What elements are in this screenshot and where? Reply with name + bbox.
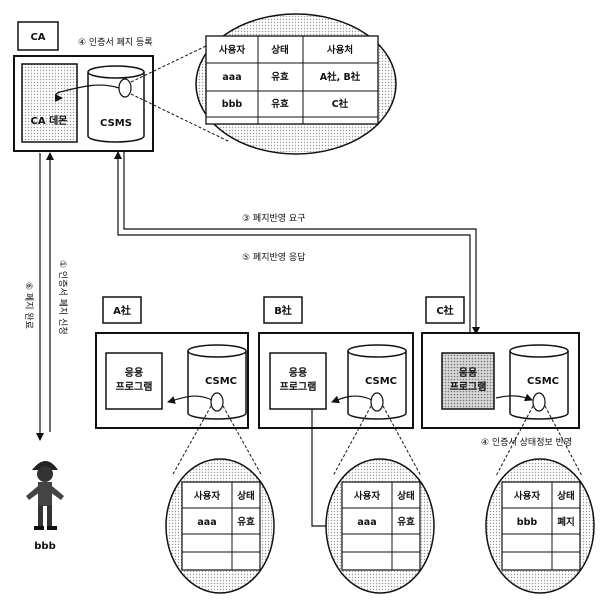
ca-table-cell: 유효	[271, 99, 289, 110]
company-a-csmc-cylinder	[187, 344, 247, 420]
company-b-csmc-label: CSMC	[365, 376, 397, 387]
company-a-sync-arrow	[167, 395, 213, 404]
step-reflect-label: ④ 인증서 상태정보 반영	[481, 437, 572, 448]
ca-table-cell: A社, B社	[320, 71, 361, 83]
company-b-csmc-cylinder	[347, 344, 407, 420]
step-request-label: ③ 폐지반영 요구	[242, 212, 305, 224]
daemon-to-csms-arrow	[54, 84, 120, 102]
company-b-label-box	[263, 296, 303, 324]
response-arrow	[114, 151, 471, 334]
company-b-table-header: 상태	[397, 490, 414, 502]
ca-table-cell: C社	[332, 98, 349, 110]
step-response-label: ⑤ 폐지반영 응답	[242, 251, 305, 263]
company-c-table-header: 상태	[557, 490, 574, 502]
company-b-table-header: 사용자	[354, 490, 380, 502]
company-a-table-header: 사용자	[194, 490, 220, 502]
company-c-app-label: 응용	[459, 367, 477, 379]
company-b-app	[269, 352, 327, 410]
ca-table-cell: bbb	[222, 99, 243, 110]
csms-label: CSMS	[100, 118, 132, 129]
company-c-table-cell: bbb	[517, 517, 538, 528]
user-label: bbb	[34, 541, 55, 552]
company-c-sync-arrow	[495, 393, 533, 402]
ca-table-header: 사용처	[327, 44, 353, 56]
step-done-label: ⑥ 폐지 완료	[23, 282, 35, 329]
ca-table-header: 사용자	[219, 44, 245, 56]
company-b-table-cell: 유효	[397, 517, 415, 528]
ca-table-header: 상태	[271, 44, 288, 56]
company-c-table-header: 사용자	[514, 490, 540, 502]
company-c-table-cell: 폐지	[557, 516, 574, 528]
company-b-label: B社	[274, 304, 292, 317]
company-c-csmc-cylinder	[509, 344, 569, 420]
company-b-table-zoom: 사용자 상태 aaa 유효	[325, 458, 435, 594]
company-a-table-zoom: 사용자 상태 aaa 유효	[165, 458, 275, 594]
company-a-csmc-label: CSMC	[205, 376, 237, 387]
request-arrow	[123, 150, 480, 335]
company-c-csmc-label: CSMC	[527, 376, 559, 387]
ca-label: CA	[30, 32, 45, 43]
company-a-table-header: 상태	[237, 490, 254, 502]
ca-daemon-box	[21, 63, 78, 143]
company-a-table-cell: 유효	[237, 517, 255, 528]
company-a-label-box	[102, 296, 142, 324]
company-b-table-cell: aaa	[357, 517, 376, 528]
company-b-app-label: 응용	[289, 367, 307, 379]
ca-table-cell: aaa	[222, 72, 241, 83]
company-a-app	[105, 352, 163, 410]
csms-cylinder	[87, 65, 145, 143]
company-c-label: C社	[436, 304, 453, 317]
company-a-label: A社	[113, 304, 131, 317]
step-register-label: ④ 인증서 폐지 등록	[78, 36, 153, 48]
company-c-app	[441, 352, 495, 410]
step-apply-label: ① 인증서 폐지 신청	[57, 260, 69, 335]
company-b-app-label: 프로그램	[280, 381, 317, 393]
ca-table-cell: 유효	[271, 72, 289, 83]
ca-label-box	[17, 21, 59, 51]
company-c-table-zoom: 사용자 상태 bbb 폐지	[485, 458, 595, 594]
company-c-app-label: 프로그램	[450, 381, 487, 393]
company-a-app-label: 프로그램	[116, 381, 153, 393]
ca-table-zoom: 사용자 상태 사용처 aaa 유효 A社, B社 bbb 유효 C社	[195, 13, 397, 155]
ca-daemon-label: CA 데몬	[31, 114, 68, 127]
company-c-label-box	[425, 296, 465, 324]
company-a-table-cell: aaa	[197, 517, 216, 528]
company-b-sync-arrow	[331, 395, 373, 404]
user-figure	[26, 461, 64, 530]
company-a-app-label: 응용	[125, 367, 143, 379]
